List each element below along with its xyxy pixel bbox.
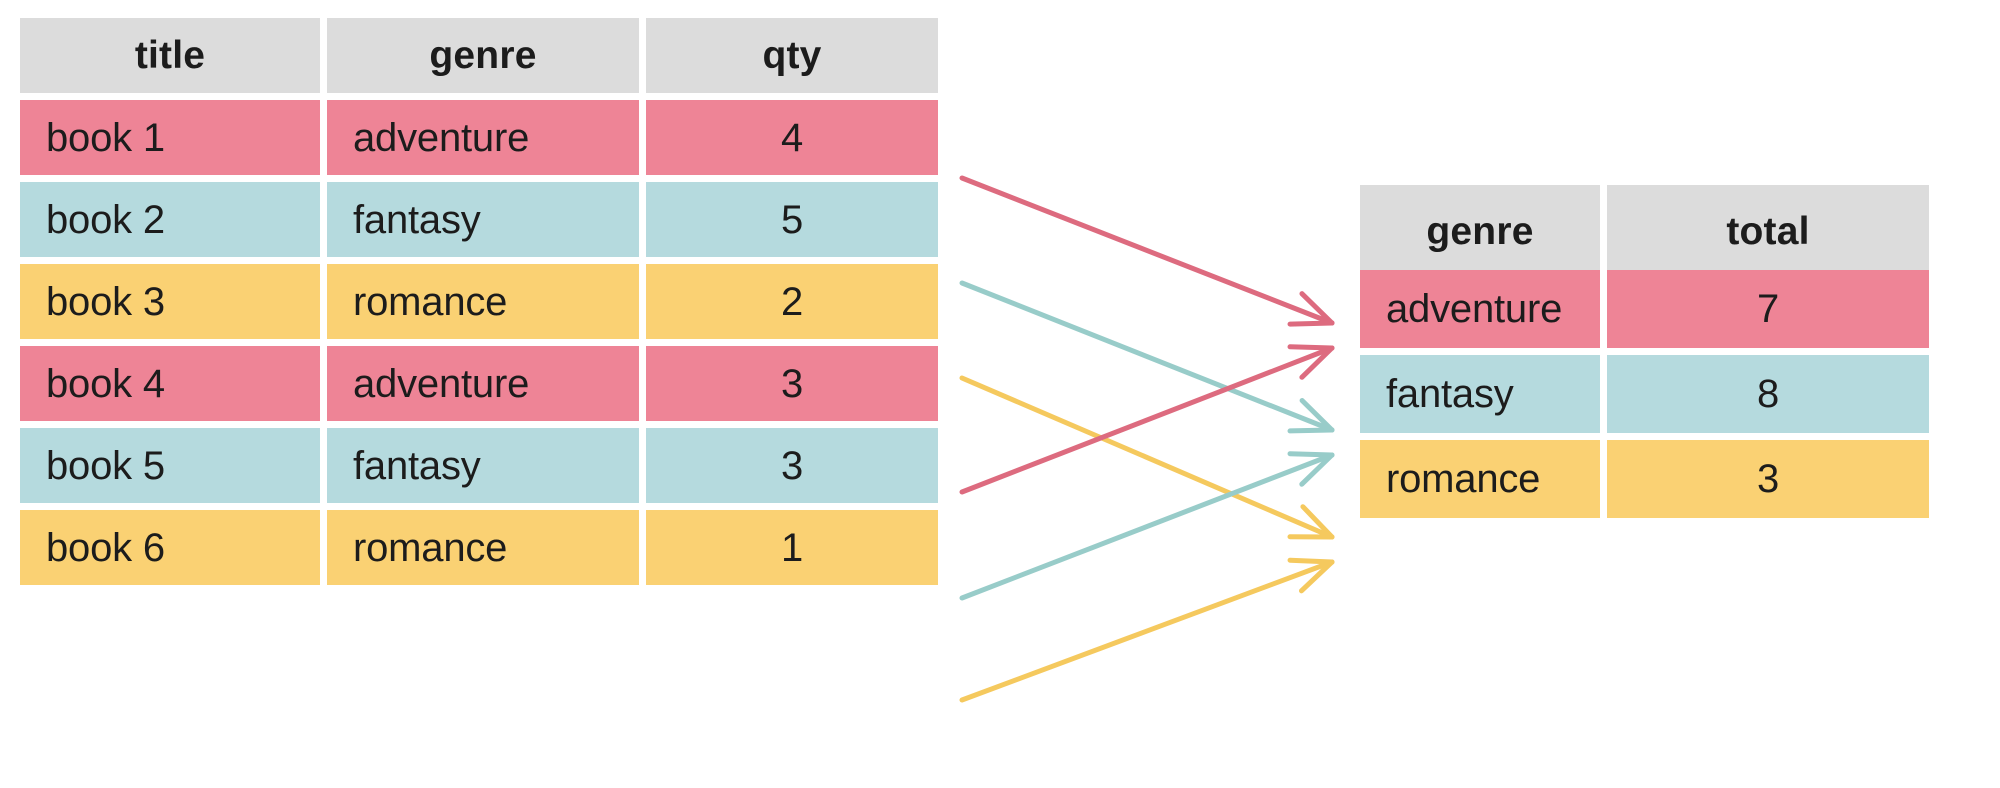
result-cell-genre: romance [1360, 440, 1600, 518]
source-cell-qty: 3 [646, 346, 938, 421]
source-cell-genre: romance [327, 264, 639, 339]
source-cell-genre: romance [327, 510, 639, 585]
result-cell-genre: fantasy [1360, 355, 1600, 433]
arrow-book-5-to-fantasy [959, 451, 1335, 601]
source-table: title genre qty book 1 adventure 4 book … [20, 18, 938, 585]
result-cell-total: 7 [1607, 270, 1929, 348]
arrow-book-1-to-adventure [959, 175, 1335, 327]
result-header-genre: genre [1360, 185, 1600, 278]
arrow-book-2-to-fantasy [959, 280, 1335, 434]
arrow-book-4-to-adventure [959, 344, 1335, 495]
source-cell-genre: adventure [327, 346, 639, 421]
source-cell-qty: 3 [646, 428, 938, 503]
arrow-book-6-to-romance [959, 557, 1335, 703]
source-cell-qty: 4 [646, 100, 938, 175]
arrow-book-3-to-romance [959, 375, 1335, 540]
result-header-total: total [1607, 185, 1929, 278]
source-cell-qty: 2 [646, 264, 938, 339]
source-cell-title: book 2 [20, 182, 320, 257]
source-cell-title: book 6 [20, 510, 320, 585]
result-cell-total: 8 [1607, 355, 1929, 433]
source-cell-genre: fantasy [327, 428, 639, 503]
source-cell-qty: 5 [646, 182, 938, 257]
source-cell-title: book 4 [20, 346, 320, 421]
source-cell-qty: 1 [646, 510, 938, 585]
result-cell-total: 3 [1607, 440, 1929, 518]
result-table: genre total adventure 7 fantasy 8 romanc… [1360, 185, 1929, 518]
source-cell-title: book 1 [20, 100, 320, 175]
source-cell-genre: adventure [327, 100, 639, 175]
source-header-title: title [20, 18, 320, 93]
source-cell-title: book 3 [20, 264, 320, 339]
source-header-genre: genre [327, 18, 639, 93]
source-header-qty: qty [646, 18, 938, 93]
result-cell-genre: adventure [1360, 270, 1600, 348]
source-cell-title: book 5 [20, 428, 320, 503]
source-cell-genre: fantasy [327, 182, 639, 257]
